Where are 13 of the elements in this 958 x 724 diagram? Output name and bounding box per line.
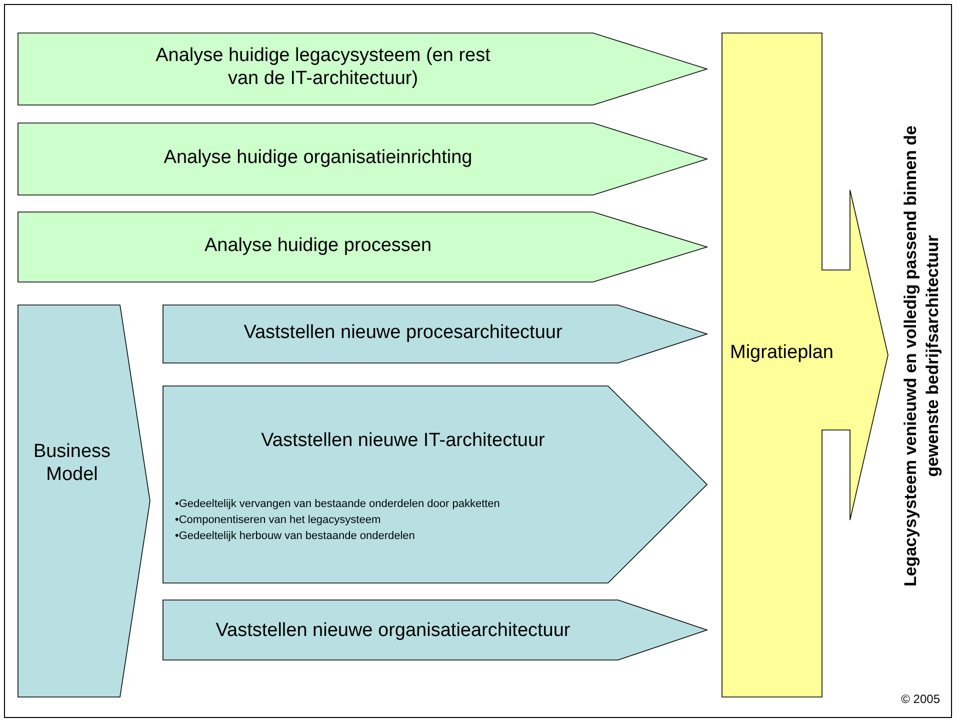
node-title: Analyse huidige processen <box>203 235 433 258</box>
node-title: Vaststellen nieuwe procesarchitectuur <box>242 322 564 345</box>
node-title: Analyse huidige legacysysteem (en rest van de IT-architectuur) <box>154 45 492 91</box>
bullet-item: •Gedeeltelijk herbouw van bestaande onderdelen <box>175 530 416 544</box>
node-title: Vaststellen nieuwe IT-architectuur <box>260 430 546 453</box>
copyright-note: © 2005 <box>900 692 940 706</box>
bullet-item: •Componentiseren van het legacysysteem <box>175 514 382 528</box>
outcome-label: Legacysysteem venieuwd en volledig passend binnen de gewenste bedrijfsarchitectuur <box>900 124 943 589</box>
node-title: Vaststellen nieuwe organisatiearchitectuur <box>214 620 572 643</box>
node-title: Analyse huidige organisatieinrichting <box>162 147 474 170</box>
bullet-item: •Gedeeltelijk vervangen van bestaande onderdelen door pakketten <box>175 498 501 512</box>
node-title: Business Model <box>32 441 112 487</box>
node-title: Migratieplan <box>730 342 830 365</box>
